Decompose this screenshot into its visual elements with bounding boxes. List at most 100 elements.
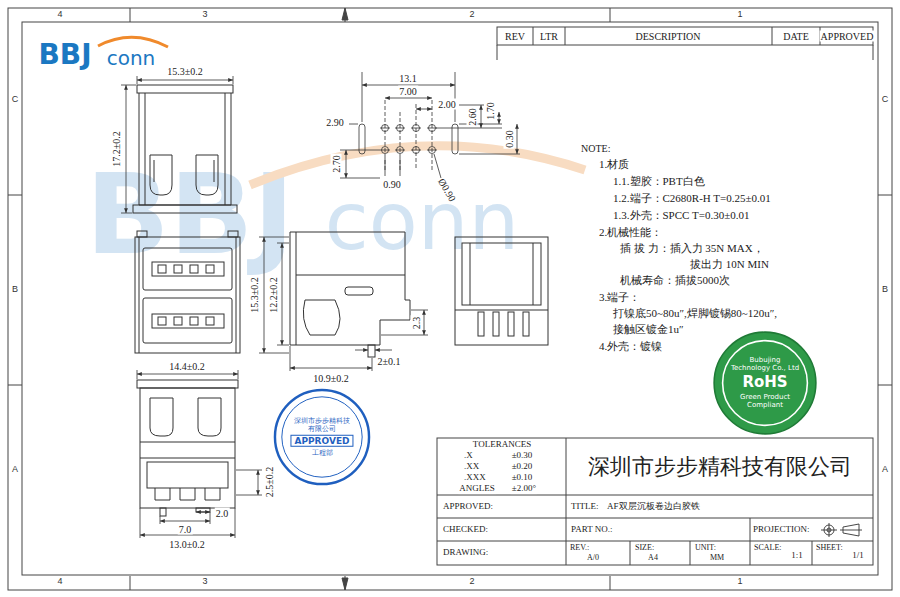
- bottom-view: [155, 488, 220, 500]
- pcb-footprint: [385, 100, 432, 170]
- dimension-text: 0.90: [382, 179, 402, 190]
- bottom-view: [140, 388, 235, 508]
- rear-view: [508, 312, 514, 336]
- watermark-text: BBJ: [86, 155, 295, 276]
- stamp-title: RoHS: [742, 374, 787, 391]
- dimension-line: [355, 350, 368, 351]
- bottom-view: [160, 508, 166, 516]
- dimension-line: [160, 512, 210, 524]
- grid-reference: C: [881, 95, 890, 105]
- note-text: 拔出力 10N MIN: [689, 258, 770, 270]
- dimension-text: 2.90: [325, 117, 345, 128]
- dimension-line: [290, 346, 372, 371]
- watermark-text: conn: [325, 178, 519, 266]
- dimension-line: [381, 310, 428, 335]
- title-block-text: SCALE:: [753, 544, 783, 553]
- dimension-line: [258, 470, 259, 495]
- dimension-line: [140, 535, 235, 536]
- top-view: [137, 85, 233, 93]
- dimension-line: [137, 76, 233, 84]
- grid-reference: B: [881, 285, 889, 295]
- title-block-text: SIZE:: [634, 544, 655, 553]
- dimension-text: 10.9±0.2: [312, 373, 350, 384]
- dimension-line: [282, 243, 283, 345]
- dimension-text: 2.00: [437, 99, 457, 110]
- stamp-ring: [723, 341, 808, 426]
- drawing-frame: [22, 22, 878, 575]
- note-text: 打镍底50~80u″,焊脚镀锡80~120u″,: [612, 307, 778, 319]
- stamp-ring: [275, 390, 369, 484]
- bottom-view: [137, 380, 238, 388]
- title-block-text: SHEET:: [815, 544, 844, 553]
- pcb-footprint: [434, 154, 441, 178]
- grid-reference: 1: [736, 10, 743, 20]
- title-block-text: .XXX: [463, 473, 487, 483]
- approval-stamp: 深圳市步步精科技有限公司APPROVED工程部: [273, 388, 371, 486]
- front-view: [143, 298, 232, 343]
- title-block-text: MM: [709, 554, 725, 563]
- title-block-text: 1/1: [851, 551, 865, 561]
- bottom-view: [147, 462, 228, 488]
- rohs-stamp: Bubujing Technology Co., LtdRoHS Green Pr…: [712, 330, 818, 436]
- drawing-frame: [342, 8, 348, 590]
- pcb-footprint: [362, 72, 455, 122]
- stamp-content: Bubujing Technology Co., LtdRoHS Green Pr…: [730, 355, 800, 410]
- dimension-line: [160, 521, 210, 522]
- bottom-view: [150, 398, 173, 436]
- title-block-text: UNIT:: [694, 544, 717, 553]
- pcb-footprint: [385, 98, 432, 99]
- dimension-text: 2.70: [331, 154, 342, 174]
- dimension-line: [137, 80, 233, 81]
- note-text: 1.3.外壳：SPCC T=0.30±0.01: [612, 209, 750, 221]
- pcb-footprint: [436, 105, 520, 154]
- dimension-line: [140, 508, 235, 538]
- title-block: [437, 438, 873, 565]
- grid-reference: 1: [736, 577, 743, 587]
- revision-table: [497, 27, 873, 60]
- dimension-text: 2.3: [411, 316, 422, 331]
- title-block-text: PROJECTION:: [752, 525, 811, 535]
- dimension-text: 2.0: [215, 508, 230, 519]
- drawing-frame: [8, 8, 892, 590]
- dimension-text: 17.2±0.2: [111, 130, 122, 168]
- dimension-line: [375, 350, 392, 351]
- note-text: NOTE:: [580, 143, 611, 154]
- drawing-frame: [8, 8, 892, 590]
- dimension-text: 15.3±0.2: [249, 276, 260, 314]
- grid-reference: 3: [201, 10, 208, 20]
- title-block-text: PART NO.:: [570, 525, 613, 535]
- title-block-text: .X: [463, 451, 474, 461]
- pcb-footprint: [359, 124, 365, 154]
- title-block-text: ANGLES: [458, 484, 496, 494]
- dimension-text: 1.70: [485, 101, 496, 121]
- title-block-text: CHECKED:: [442, 525, 489, 535]
- title-block-text: APPROVED:: [442, 502, 494, 512]
- pcb-footprint: [340, 150, 380, 178]
- dimension-line: [264, 237, 265, 353]
- title-block-text: ±0.10: [511, 473, 534, 483]
- table-header: DATE: [782, 31, 810, 42]
- front-view: [152, 314, 224, 328]
- dimension-text: 2±0.1: [377, 356, 402, 367]
- note-text: 2.机械性能：: [598, 226, 663, 238]
- grid-reference: 4: [56, 577, 63, 587]
- stamp-text: Green Product Compliant: [730, 394, 800, 410]
- dimension-line: [137, 374, 238, 375]
- title-block: [437, 438, 873, 565]
- pcb-footprint: [452, 124, 458, 154]
- title-block-text: A4: [647, 554, 659, 563]
- front-view: [158, 317, 166, 325]
- pcb-footprint: [346, 150, 347, 178]
- dimension-text: 14.4±0.2: [168, 361, 206, 372]
- company-name: 深圳市步步精科技有限公司: [587, 455, 853, 479]
- logo-text: conn: [107, 47, 156, 69]
- note-text: 3.端子：: [598, 291, 641, 303]
- stamp-text: Bubujing Technology Co., Ltd: [730, 356, 800, 372]
- dimension-text: 12.2±0.2: [268, 276, 279, 314]
- title-block-text: TITLE:: [570, 502, 600, 512]
- bottom-view: [140, 442, 235, 458]
- logo-swoosh: [98, 37, 168, 47]
- revision-table: [497, 27, 873, 60]
- front-view: [206, 317, 214, 325]
- grid-reference: B: [11, 285, 19, 295]
